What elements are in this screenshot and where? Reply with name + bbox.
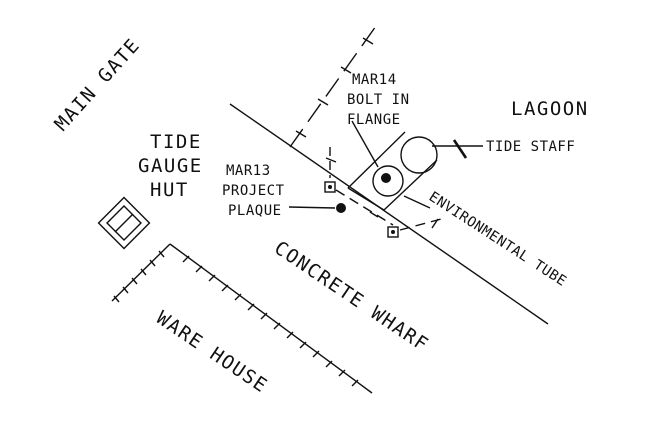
survey-mark-center [391,230,395,234]
wharf-edge-line [229,103,549,325]
concrete-wharf-label: CONCRETE WHARF [270,237,432,357]
ware-house-label: WARE HOUSE [152,307,272,398]
tide-gauge-hut [97,196,151,250]
fence-tick [295,130,307,138]
mar13-leader [288,206,336,209]
tide-staff-bar [452,139,468,159]
survey-mark-square [387,226,399,238]
warehouse-wall [111,243,373,394]
tide-gauge-label-line1: TIDE [150,131,202,153]
fence-tick [325,157,337,163]
mar13-label-line2: PROJECT [222,183,285,199]
environmental-tube [347,131,438,211]
fence-tick [317,98,329,106]
main-gate-label: MAIN GATE [50,34,144,135]
fence-tick [362,37,374,45]
mar14-label-line2: BOLT IN [347,92,410,108]
mar13-plaque-dot [336,203,346,213]
mar14-label-line1: MAR14 [352,72,397,88]
env-tube-leader [403,195,431,209]
tide-gauge-label-line2: GAUGE [138,155,203,177]
fence-tick [369,211,379,218]
fence-tick [431,218,439,229]
mar14-bolt-dot [381,173,391,183]
survey-mark-center [328,185,332,189]
tide-staff-label: TIDE STAFF [486,139,575,155]
fence-tick [340,66,352,74]
lagoon-label: LAGOON [511,98,589,120]
fence-line [289,25,377,148]
mar13-label-line1: MAR13 [226,163,271,179]
mar14-label-line3: FLANGE [347,112,401,128]
tide-gauge-label-line3: HUT [150,179,189,201]
mar14-leader [351,120,379,168]
marker-link-line [335,189,394,226]
environmental-tube-label: ENVIRONMENTAL TUBE [426,189,570,290]
survey-mark-square [324,181,336,193]
mar13-label-line3: PLAQUE [228,203,282,219]
